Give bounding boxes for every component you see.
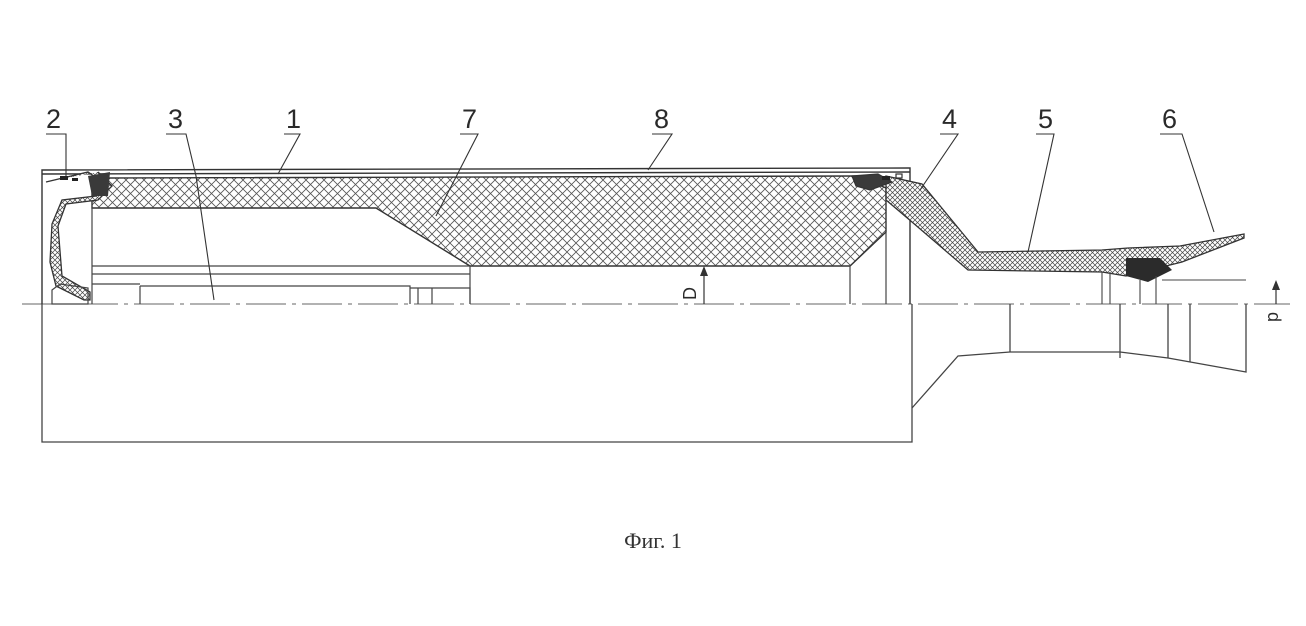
callout-3: 3 xyxy=(168,104,183,134)
dimension-d-label: d xyxy=(1264,312,1284,322)
nozzle-internal-lines xyxy=(1101,272,1246,304)
propellant-charge xyxy=(91,175,887,267)
dimension-D: D xyxy=(680,266,708,304)
upper-casing-outline xyxy=(41,167,911,304)
callout-1: 1 xyxy=(286,104,301,134)
callout-8: 8 xyxy=(654,104,669,134)
callout-leaders xyxy=(46,133,1215,301)
nozzle-shell xyxy=(885,175,1245,277)
callout-6: 6 xyxy=(1162,104,1177,134)
dimension-d: d xyxy=(1264,280,1284,322)
forward-closure xyxy=(45,171,113,301)
lower-housing-outline xyxy=(41,304,1247,443)
dimension-D-label: D xyxy=(680,287,700,300)
callout-2: 2 xyxy=(46,104,61,134)
callout-5: 5 xyxy=(1038,104,1053,134)
aft-seal xyxy=(851,173,903,191)
callout-4: 4 xyxy=(942,104,957,134)
inner-bore xyxy=(51,207,887,305)
figure-caption: Фиг. 1 xyxy=(624,528,682,553)
nozzle-exit-insert xyxy=(1126,258,1172,282)
callout-7: 7 xyxy=(462,104,477,134)
